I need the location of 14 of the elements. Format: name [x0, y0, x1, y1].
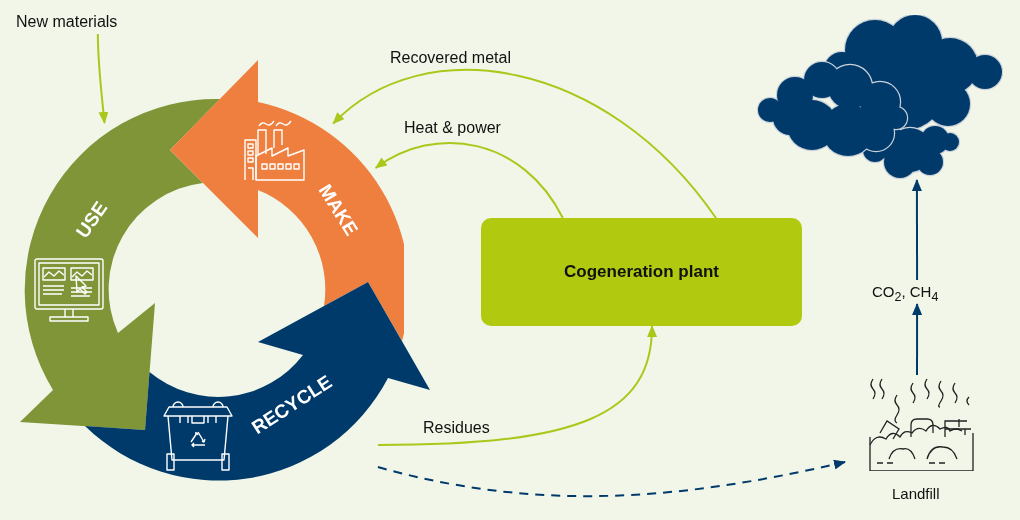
arrow [96, 33, 109, 124]
arrow [912, 303, 923, 376]
arrow [376, 325, 657, 447]
edge-label: Heat & power [402, 119, 503, 137]
text-label: New materials [16, 10, 118, 34]
cloud-drawing [757, 15, 1003, 180]
node-label: Landfill [892, 485, 940, 502]
arrow [911, 179, 922, 281]
arrow [376, 459, 846, 498]
box-label: Cogeneration plant [564, 262, 719, 282]
arrow [332, 69, 717, 219]
process-box [481, 218, 802, 326]
text-label: CO$_{2}$, CH$_{4}$ [872, 280, 939, 309]
arrow [374, 142, 564, 219]
